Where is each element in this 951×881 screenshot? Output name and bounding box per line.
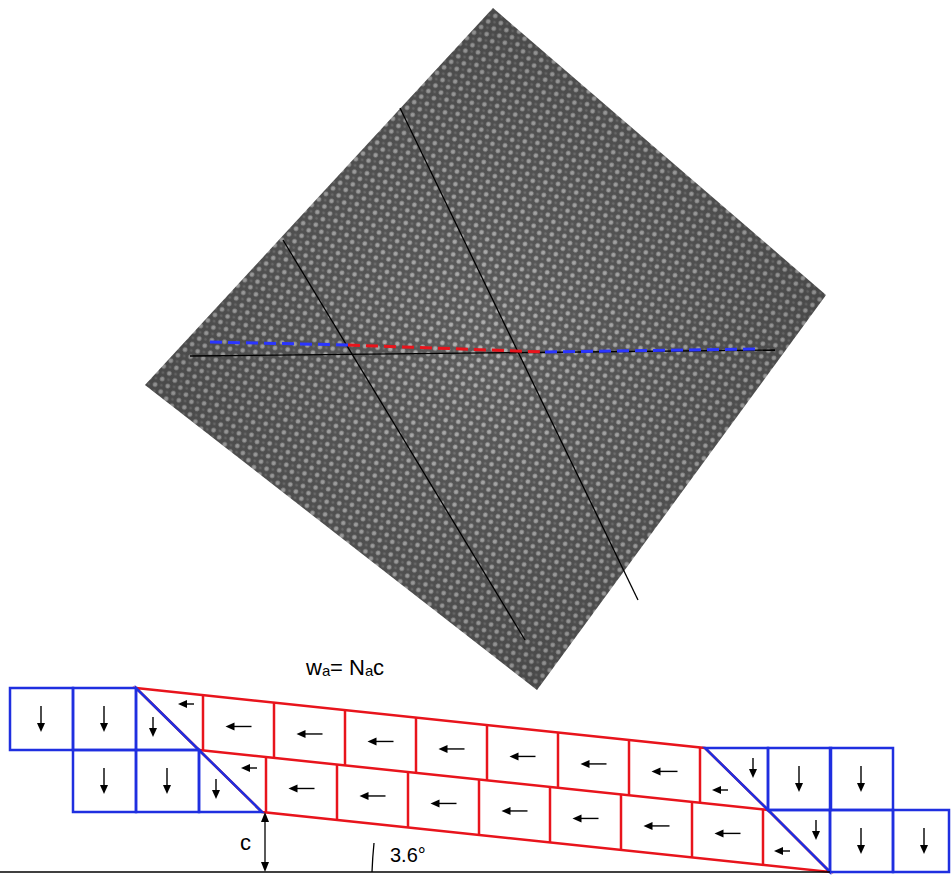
red-cell-wall <box>336 765 339 820</box>
red-cell-wall <box>478 780 481 835</box>
arrow-head <box>502 807 511 815</box>
dashed-trace <box>348 345 545 352</box>
dimension-line <box>264 816 265 868</box>
red-domain <box>136 688 830 872</box>
arrow-head <box>749 769 757 778</box>
arrow-head <box>100 723 108 732</box>
red-cell-wall <box>273 703 276 758</box>
red-cell-wall <box>344 710 347 765</box>
arrow-head <box>774 847 783 855</box>
red-cell-wall <box>407 772 410 827</box>
photo-shading <box>145 8 826 690</box>
angle-arc <box>372 843 374 872</box>
arrow-head <box>297 730 306 738</box>
red-cell-wall <box>415 718 418 773</box>
arrow-head <box>226 722 235 730</box>
blue-cell <box>830 810 893 872</box>
arrow-head <box>212 790 220 799</box>
arrow-head <box>149 728 157 737</box>
blue-cell <box>136 750 199 812</box>
blue-partial-cell <box>199 750 262 812</box>
arrow-head <box>510 752 519 760</box>
arrow-head <box>795 783 803 792</box>
domain-schematic <box>10 688 949 872</box>
boundary-line <box>283 240 525 640</box>
arrow-head <box>920 845 928 854</box>
arrow-head <box>857 845 865 854</box>
blue-partial-cell <box>136 688 199 750</box>
red-cell-wall <box>628 740 631 795</box>
red-cell-wall <box>699 747 702 802</box>
blue-cell <box>73 688 136 750</box>
blue-cell <box>10 688 73 750</box>
blue-cell <box>893 810 949 872</box>
red-cell-wall <box>486 725 489 780</box>
red-cell-wall <box>691 802 694 857</box>
arrow-head <box>178 700 187 708</box>
arrow-head <box>652 767 661 775</box>
red-cell-wall <box>549 787 552 842</box>
arrow-head <box>289 784 298 792</box>
arrow-head <box>360 792 369 800</box>
arrow-head <box>261 812 269 822</box>
blue-cell <box>768 748 831 810</box>
dimension-arrow <box>261 812 269 872</box>
arrow-head <box>715 829 724 837</box>
dimension-label: c <box>240 831 251 855</box>
dashed-trace <box>545 349 760 352</box>
red-cell-wall <box>762 809 765 864</box>
red-cell-wall <box>202 695 205 750</box>
red-cell-wall <box>620 794 623 849</box>
arrow-head <box>37 723 45 732</box>
arrow-head <box>712 786 721 794</box>
red-cell-wall <box>557 732 560 787</box>
red-row-line <box>199 750 768 810</box>
red-cell-wall <box>265 757 268 812</box>
baseline <box>0 871 830 873</box>
width-formula: wₐ= Nₐc <box>306 656 384 680</box>
arrow-head <box>581 760 590 768</box>
arrow-head <box>812 831 820 840</box>
arrow-head <box>439 745 448 753</box>
arrow-head <box>163 785 171 794</box>
arrow-head <box>431 799 440 807</box>
blue-cell <box>830 748 893 810</box>
arrow-head <box>368 737 377 745</box>
blue-partial-cell <box>705 748 768 810</box>
arrow-head <box>261 862 269 872</box>
blue-partial-cell <box>768 810 830 872</box>
blue-cell <box>73 750 136 812</box>
tem-image <box>145 8 826 690</box>
arrow-head <box>644 822 653 830</box>
arrow-head <box>241 764 250 772</box>
arrow-head <box>100 785 108 794</box>
lattice-photo <box>145 8 826 690</box>
angle-label: 3.6° <box>390 844 426 866</box>
arrow-head <box>573 814 582 822</box>
arrow-head <box>857 783 865 792</box>
dashed-trace <box>210 342 348 345</box>
